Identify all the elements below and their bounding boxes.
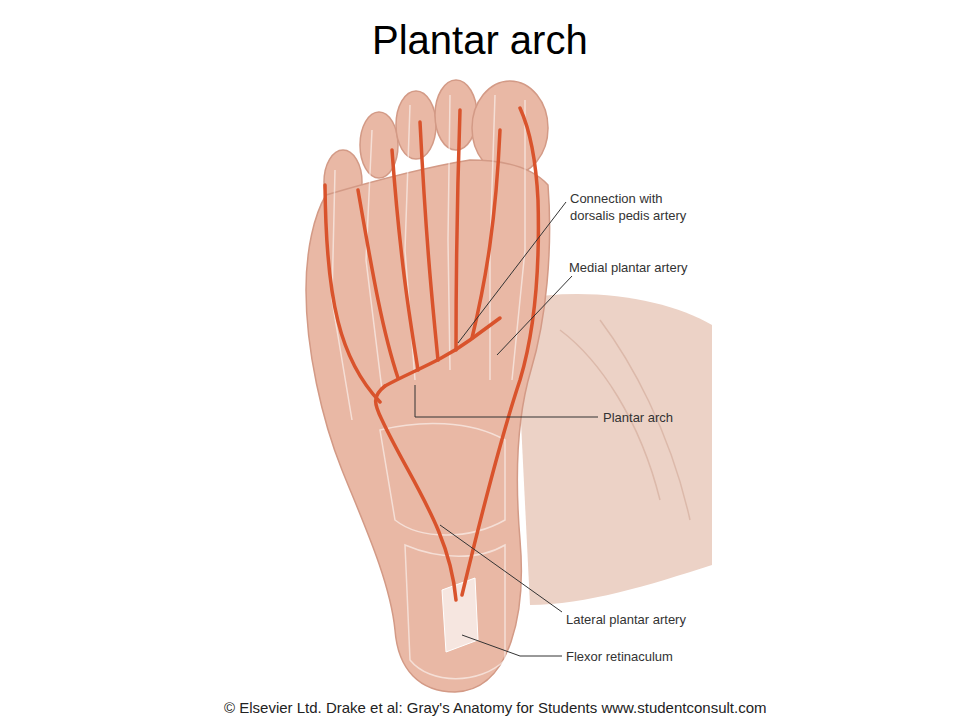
structure-label: Lateral plantar artery xyxy=(566,611,686,628)
leg-shading xyxy=(560,320,690,520)
structure-label: Plantar arch xyxy=(603,409,673,426)
bones xyxy=(332,95,525,679)
structure-label: Flexor retinaculum xyxy=(566,648,673,665)
structure-label: Connection with dorsalis pedis artery xyxy=(570,190,710,224)
leg xyxy=(515,294,712,605)
arteries xyxy=(325,108,538,600)
copyright-caption: © Elsevier Ltd. Drake et al: Gray's Anat… xyxy=(224,699,766,716)
flexor-retinaculum xyxy=(442,578,478,652)
structure-label: Medial plantar artery xyxy=(569,259,688,276)
slide-title: Plantar arch xyxy=(372,18,588,63)
